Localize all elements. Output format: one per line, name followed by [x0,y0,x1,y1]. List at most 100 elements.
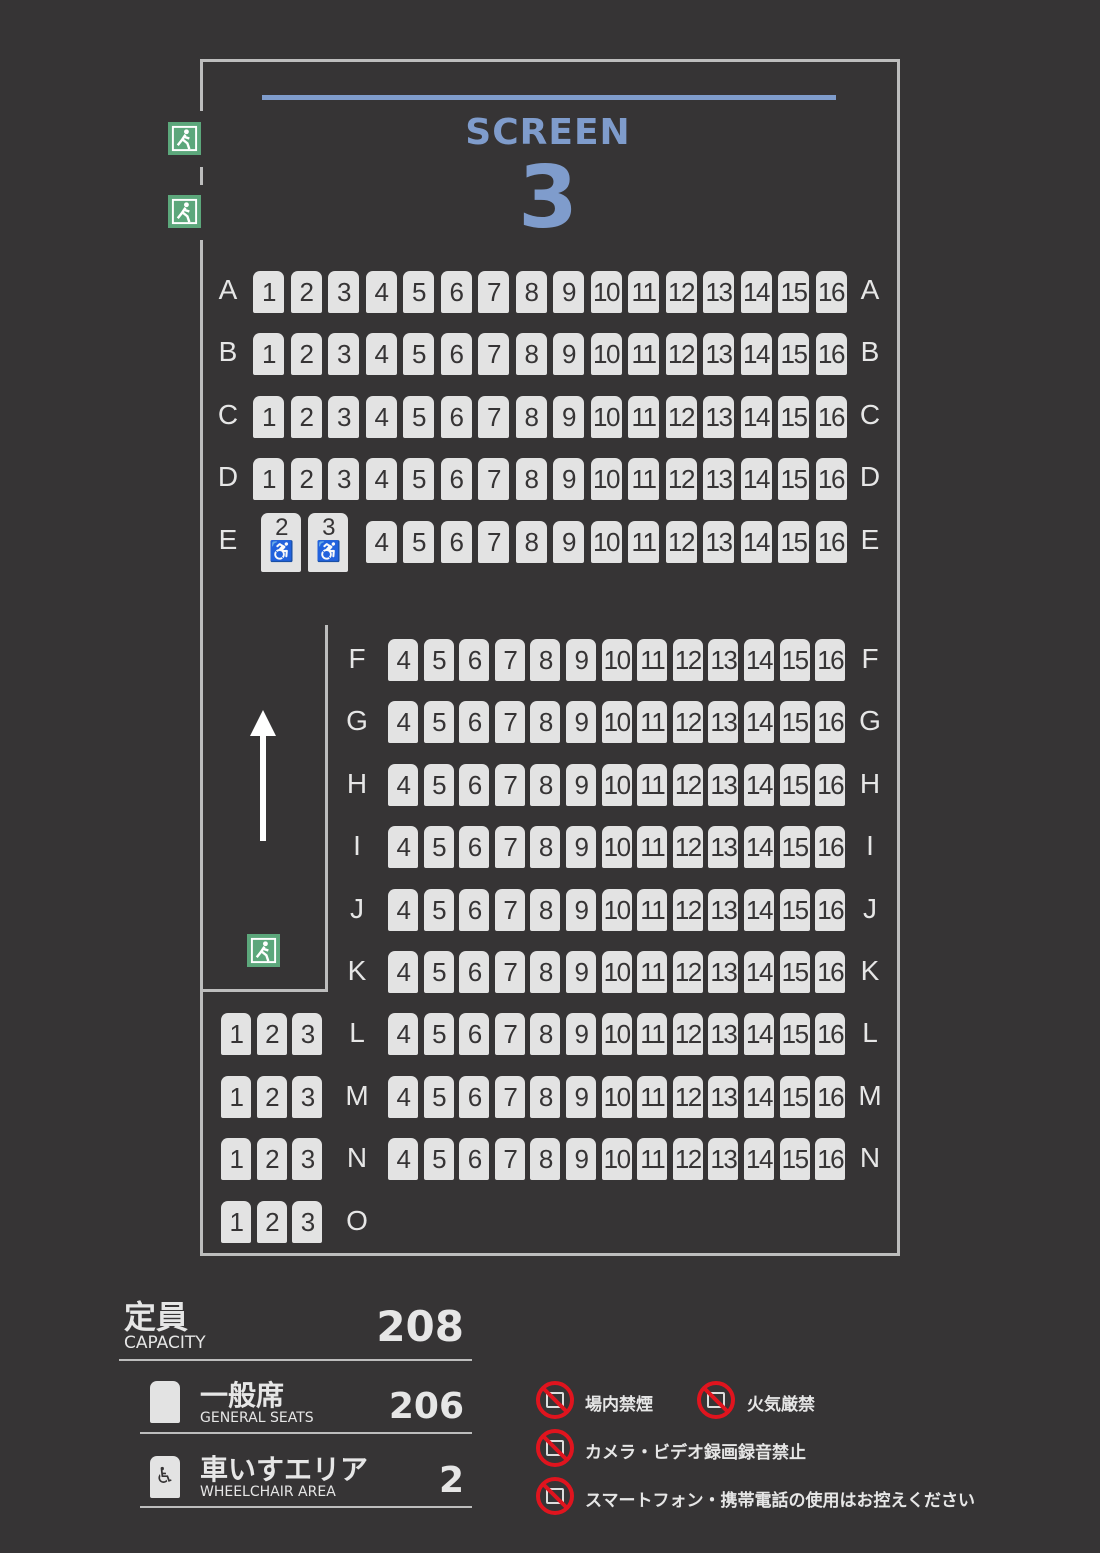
seat[interactable]: 16 [815,271,847,313]
seat[interactable]: 16 [815,639,846,681]
seat[interactable]: 16 [815,763,846,806]
seat[interactable]: 7 [478,271,509,313]
seat[interactable]: 2 [290,458,322,500]
seat[interactable]: 8 [530,826,561,869]
seat[interactable]: 16 [815,333,847,375]
seat[interactable]: 11 [628,521,659,563]
seat[interactable]: 6 [459,1013,490,1056]
seat[interactable]: 16 [815,888,846,931]
seat[interactable]: 14 [740,458,772,500]
seat[interactable]: 15 [779,701,810,744]
seat[interactable]: 12 [665,271,697,313]
seat[interactable]: 8 [530,701,561,744]
seat[interactable]: 12 [672,1013,703,1056]
seat[interactable]: 9 [553,458,584,500]
seat[interactable]: 5 [403,458,434,500]
seat[interactable]: 8 [530,1075,561,1118]
seat[interactable]: 13 [708,763,739,806]
seat[interactable]: 7 [478,521,509,563]
seat[interactable]: 9 [566,701,596,744]
seat[interactable]: 3 [328,271,359,313]
seat[interactable]: 14 [744,1013,774,1056]
seat[interactable]: 11 [637,1075,668,1118]
seat[interactable]: 4 [388,763,418,806]
seat[interactable]: 6 [459,639,490,681]
seat[interactable]: 8 [515,333,547,375]
seat[interactable]: 5 [423,1138,454,1181]
seat[interactable]: 2 [290,333,322,375]
seat[interactable]: 15 [779,763,810,806]
wheelchair-seat[interactable]: 2♿ [261,513,301,572]
seat[interactable]: 15 [779,826,810,869]
seat[interactable]: 16 [815,1138,846,1181]
seat[interactable]: 15 [778,396,809,438]
seat[interactable]: 13 [708,1013,739,1056]
seat[interactable]: 10 [601,1138,632,1181]
seat[interactable]: 4 [388,1075,418,1118]
seat[interactable]: 12 [665,521,697,563]
seat[interactable]: 12 [665,396,697,438]
seat[interactable]: 5 [403,396,434,438]
seat[interactable]: 7 [478,458,509,500]
seat[interactable]: 5 [403,521,434,563]
seat[interactable]: 6 [459,1075,490,1118]
seat[interactable]: 10 [601,763,632,806]
seat[interactable]: 10 [601,639,632,681]
seat[interactable]: 13 [708,639,739,681]
seat[interactable]: 11 [628,458,659,500]
seat[interactable]: 7 [478,333,509,375]
seat[interactable]: 14 [744,1138,774,1181]
seat[interactable]: 4 [365,271,397,313]
wheelchair-seat[interactable]: 3♿ [308,513,348,572]
seat[interactable]: 5 [423,763,454,806]
seat[interactable]: 16 [815,1075,846,1118]
seat[interactable]: 1 [253,271,284,313]
seat[interactable]: 13 [703,521,734,563]
seat[interactable]: 9 [553,521,584,563]
seat[interactable]: 5 [423,639,454,681]
seat[interactable]: 10 [590,396,622,438]
seat[interactable]: 1 [253,333,284,375]
seat[interactable]: 14 [740,396,772,438]
seat[interactable]: 6 [459,701,490,744]
seat[interactable]: 7 [494,639,525,681]
seat[interactable]: 3 [292,1200,323,1243]
seat[interactable]: 4 [388,951,418,993]
seat[interactable]: 15 [779,888,810,931]
seat[interactable]: 13 [703,333,734,375]
seat[interactable]: 6 [440,333,472,375]
seat[interactable]: 7 [494,763,525,806]
seat[interactable]: 14 [740,271,772,313]
seat[interactable]: 6 [459,1138,490,1181]
seat[interactable]: 2 [290,396,322,438]
seat[interactable]: 11 [628,333,659,375]
seat[interactable]: 16 [815,951,846,993]
seat[interactable]: 4 [365,521,397,563]
seat[interactable]: 5 [403,271,434,313]
seat[interactable]: 14 [744,826,774,869]
seat[interactable]: 15 [778,271,809,313]
seat[interactable]: 8 [515,521,547,563]
seat[interactable]: 15 [778,521,809,563]
seat[interactable]: 1 [221,1200,251,1243]
seat[interactable]: 5 [423,1013,454,1056]
seat[interactable]: 8 [530,888,561,931]
seat[interactable]: 10 [601,1013,632,1056]
seat[interactable]: 13 [708,888,739,931]
seat[interactable]: 15 [779,1138,810,1181]
seat[interactable]: 10 [601,1075,632,1118]
seat[interactable]: 15 [779,1075,810,1118]
seat[interactable]: 7 [478,396,509,438]
seat[interactable]: 4 [365,396,397,438]
seat[interactable]: 13 [708,951,739,993]
seat[interactable]: 14 [744,763,774,806]
seat[interactable]: 11 [637,763,668,806]
seat[interactable]: 15 [779,1013,810,1056]
seat[interactable]: 15 [779,639,810,681]
seat[interactable]: 5 [423,888,454,931]
seat[interactable]: 3 [292,1138,323,1181]
seat[interactable]: 4 [365,333,397,375]
seat[interactable]: 10 [601,701,632,744]
seat[interactable]: 6 [459,826,490,869]
seat[interactable]: 16 [815,826,846,869]
